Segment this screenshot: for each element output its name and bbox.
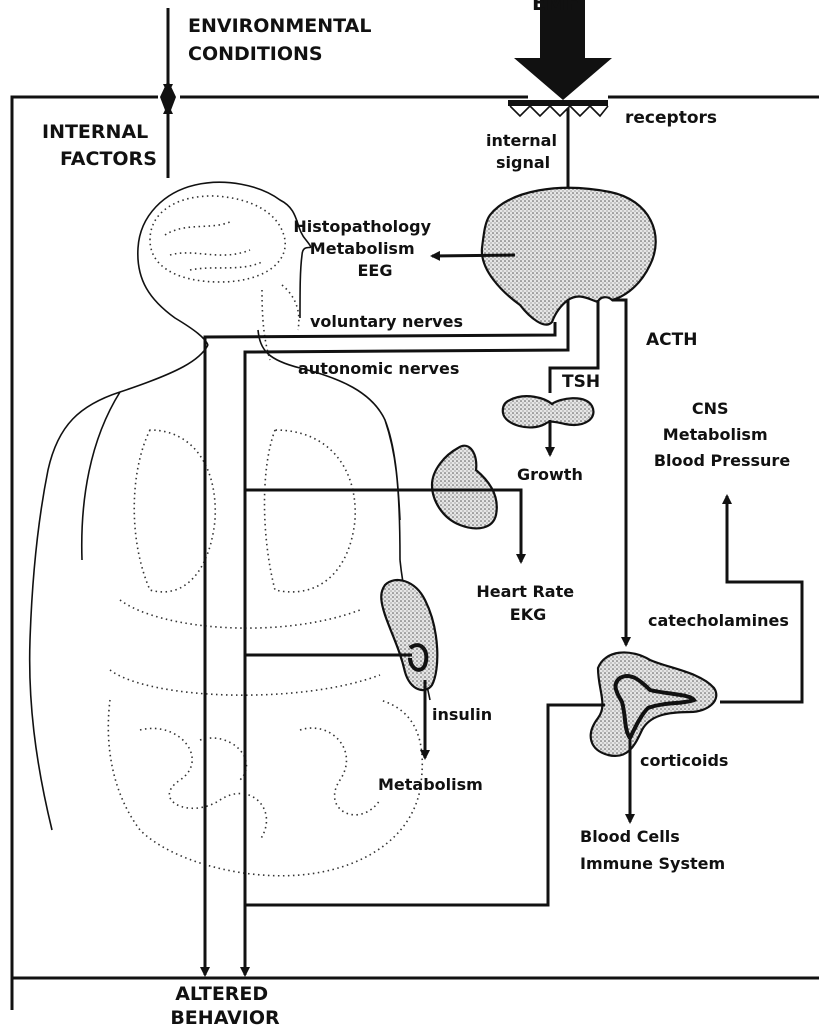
brain-effects-arrow: [432, 255, 515, 256]
voluntary-nerves-label: voluntary nerves: [310, 312, 463, 331]
acth-label: ACTH: [646, 330, 697, 350]
pancreas-organ: [381, 580, 437, 690]
internal-signal-label: internal signal: [486, 131, 563, 172]
heart-organ: [432, 446, 497, 529]
insulin-label: insulin: [432, 705, 492, 724]
thyroid-organ: [503, 396, 594, 427]
catecholamines-label: catecholamines: [648, 611, 789, 630]
heart-effects-label: Heart Rate EKG: [476, 582, 579, 624]
altered-behavior-label: ALTERED BEHAVIOR: [170, 983, 280, 1027]
catecholamines-line: [720, 496, 802, 702]
internal-label: INTERNAL FACTORS: [42, 121, 157, 170]
autonomic-nerves-label: autonomic nerves: [298, 359, 459, 378]
receptors-label: receptors: [625, 108, 717, 128]
brain-effects-label: Histopathology Metabolism EEG: [293, 217, 436, 280]
corticoids-label: corticoids: [640, 751, 728, 770]
adrenal-organ: [591, 652, 717, 756]
environmental-label: ENVIRONMENTAL CONDITIONS: [188, 15, 378, 65]
blood-effects-label: Blood Cells Immune System: [580, 827, 725, 873]
voluntary-nerves-line: [205, 322, 555, 975]
growth-label: Growth: [517, 465, 583, 484]
receptors-icon: [508, 100, 608, 116]
human-body-outline: [30, 182, 430, 875]
metabolism-output-label: Metabolism: [378, 775, 483, 794]
acth-line: [612, 300, 626, 645]
emf-label: EMF: [532, 0, 579, 15]
emf-arrow-icon: [514, 0, 612, 100]
tsh-label: TSH: [562, 372, 600, 392]
cns-effects-label: CNS Metabolism Blood Pressure: [654, 399, 790, 470]
